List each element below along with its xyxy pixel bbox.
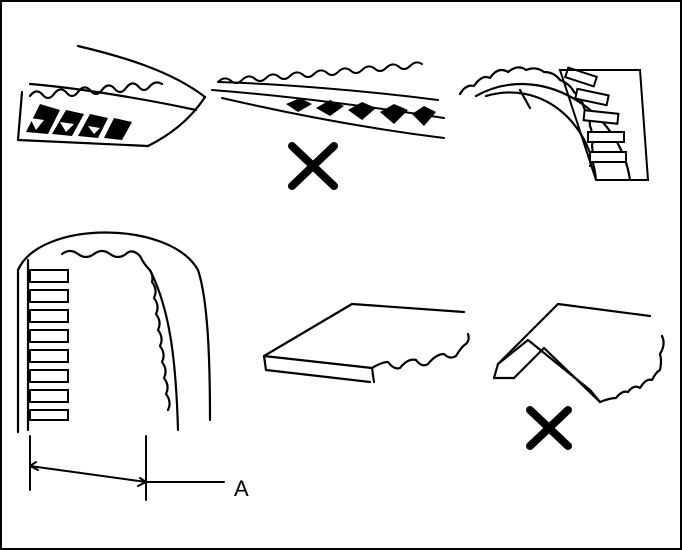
belt-loop xyxy=(16,231,212,434)
wrong-mark xyxy=(288,142,338,190)
wrong-mark xyxy=(526,406,572,450)
belt-flat-edge xyxy=(262,302,470,384)
belt-loop-teeth-blocks xyxy=(29,269,69,421)
belt-wrong-bend-edge xyxy=(211,61,445,139)
belt-wrong-twist xyxy=(492,302,665,404)
belt-wrong-bend-teeth xyxy=(286,98,436,126)
belt-curve-teeth-blocks xyxy=(558,66,650,181)
belt-correct-curve xyxy=(458,66,632,182)
dimension-label-a: A xyxy=(234,476,249,501)
belt-correct-bend-tooth-side xyxy=(16,44,207,148)
belt-correct-bend-teeth-shading xyxy=(26,104,132,140)
dimension-a-lines xyxy=(29,435,225,501)
